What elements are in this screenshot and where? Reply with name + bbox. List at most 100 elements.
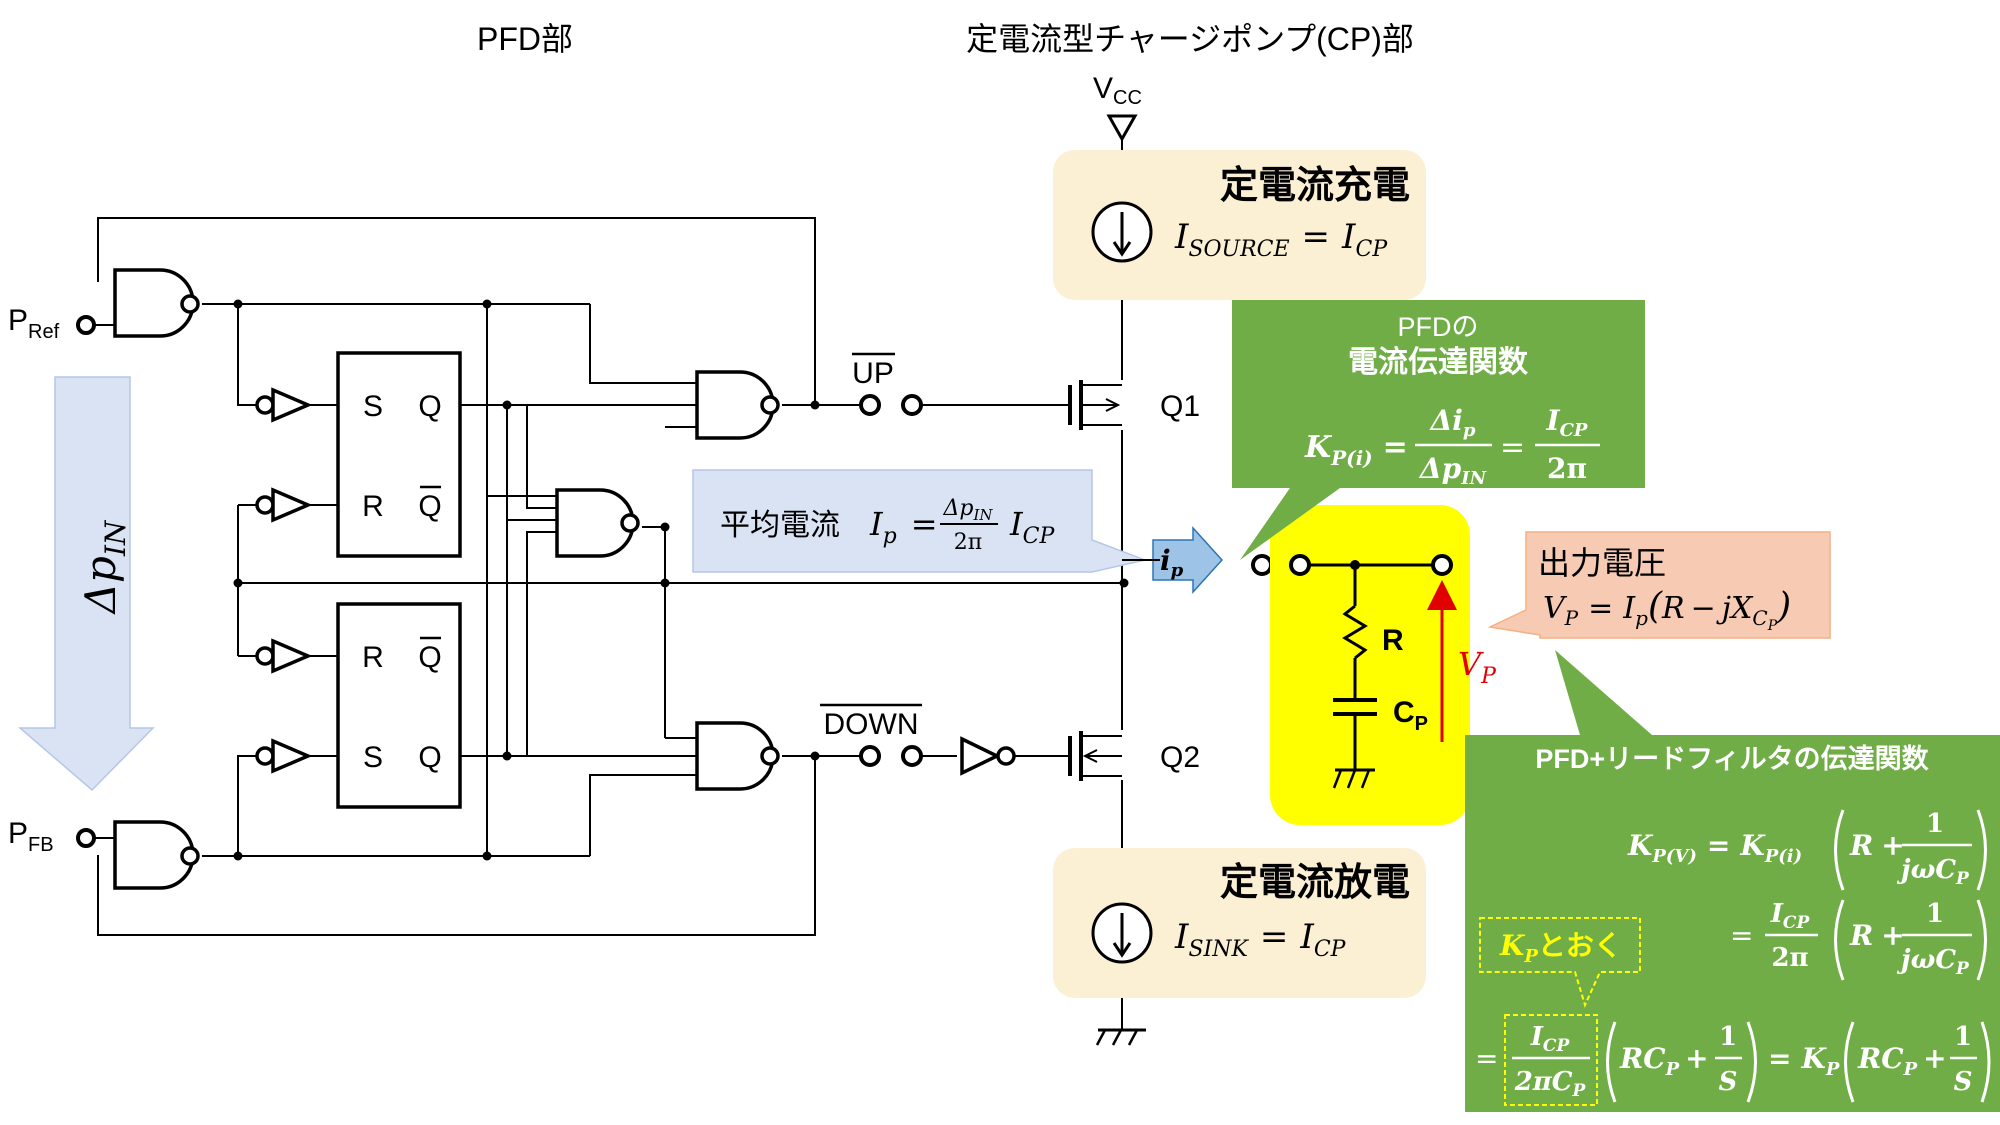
lead-filter-line3-rc: RCP+ [1619, 1042, 1709, 1080]
lead-filter-tf-title: PFD+リードフィルタの伝達関数 [1535, 744, 1929, 774]
svg-text:Q: Q [418, 490, 441, 523]
junction-dots [233, 299, 1129, 861]
cp-section-title: 定電流型チャージポンプ(CP)部 [966, 21, 1414, 57]
mosfet-q2 [1068, 731, 1122, 781]
delta-pin-arrow: ΔpIN [17, 376, 155, 792]
filter-input-terminal [1289, 554, 1311, 576]
sr-flipflop-up: S R Q Q [336, 351, 462, 558]
cp-output-terminal [1251, 554, 1273, 576]
source-title: 定電流充電 [1220, 165, 1410, 207]
avg-current-frac-den: 2π [954, 530, 982, 555]
lead-filter-line3-eq: = [1475, 1042, 1498, 1075]
pfd-tf-lhs: KP(i)= [1304, 430, 1408, 470]
pfd-tf-title2: 電流伝達関数 [1348, 346, 1529, 379]
pfd-wires [86, 217, 1125, 936]
q1-label: Q1 [1160, 390, 1200, 423]
nand-gate-ref [113, 268, 200, 338]
inverter-r1 [255, 487, 313, 523]
inverter-s1 [255, 387, 313, 423]
lead-filter-line3-S: S [1719, 1067, 1738, 1097]
pfb-terminal [76, 828, 96, 848]
svg-text:R: R [362, 490, 384, 523]
nand-gate-reset [555, 488, 640, 558]
filter-output-terminal [1431, 554, 1453, 576]
svg-text:S: S [363, 390, 383, 423]
output-voltage-title: 出力電圧 [1538, 545, 1666, 581]
vcc-label: VCC [1093, 72, 1142, 109]
down-switch-b [901, 745, 923, 767]
lead-filter-box [1270, 505, 1470, 825]
pref-terminal [76, 315, 96, 335]
lead-filter-line1-R: R+ [1849, 829, 1905, 862]
q2-label: Q2 [1160, 741, 1200, 774]
lead-filter-tf-box [1465, 650, 2000, 1112]
nand-gate-fb [113, 820, 200, 890]
down-switch-a [859, 745, 881, 767]
svg-text:Q: Q [418, 390, 441, 423]
lead-filter-line2-R: R+ [1849, 919, 1905, 952]
kp-note-text: KPとおく [1499, 929, 1622, 967]
capacitor-label: CP [1393, 696, 1428, 735]
lead-filter-line2-eq: = [1730, 919, 1753, 952]
up-switch-b [901, 394, 923, 416]
inverter-r2 [255, 638, 313, 674]
avg-current-rhs: ICP [1009, 505, 1055, 549]
lead-filter-line3-rc2: RCP+ [1857, 1042, 1947, 1080]
lead-filter-line2-den2: jωCP [1896, 945, 1970, 979]
delta-pin-label: ΔpIN [76, 519, 132, 615]
up-label: UP [852, 357, 894, 390]
current-sink-icon [1091, 902, 1153, 964]
lead-filter-line1-lhs: KP(V)=KP(i) [1627, 829, 1802, 867]
pfd-tf-frac2-num: ICP [1546, 404, 1588, 441]
lead-filter-line3-one2: 1 [1954, 1022, 1972, 1052]
lead-filter-line3-num: ICP [1530, 1022, 1571, 1056]
down-label: DOWN [824, 708, 919, 741]
mosfet-q1 [1068, 380, 1122, 430]
sr-flipflop-down: R S Q Q [336, 602, 462, 809]
pfd-tf-frac1-den: ΔpIN [1418, 452, 1488, 489]
avg-current-frac-num: ΔpIN [942, 496, 993, 524]
lead-filter-line3-S2: S [1954, 1067, 1973, 1097]
ground-symbol-bottom [1095, 1028, 1146, 1046]
kp-note-box [1479, 917, 1641, 1008]
pfd-tf-frac2-den: 2π [1547, 452, 1587, 485]
up-switch-a [859, 394, 881, 416]
inverter-s2 [255, 738, 313, 774]
vcc-symbol [1106, 114, 1138, 143]
lead-filter-line1-den: jωCP [1896, 855, 1970, 889]
lead-filter-line2-den: 2π [1771, 943, 1808, 973]
sink-equation: ISINK=ICP [1174, 917, 1347, 962]
pfd-tf-frac1-num: Δip [1429, 404, 1476, 441]
pfd-tf-box [1232, 300, 1645, 560]
lead-filter-line3-kp: =KP [1768, 1042, 1840, 1080]
output-voltage-eq: VP=Ip(R−jXCP) [1543, 586, 1791, 634]
sink-title: 定電流放電 [1220, 862, 1410, 904]
resistor-symbol [1342, 604, 1368, 660]
svg-text:Q: Q [418, 741, 441, 774]
pref-label: PRef [8, 304, 60, 343]
vp-label: VP [1458, 645, 1497, 689]
resistor-label: R [1382, 624, 1404, 657]
svg-text:R: R [362, 641, 384, 674]
nand-gate-up [695, 370, 780, 440]
lead-filter-line1-num: 1 [1926, 809, 1944, 839]
source-equation: ISOURCE=ICP [1174, 217, 1388, 262]
lead-filter-line3-one: 1 [1719, 1022, 1737, 1052]
ip-arrow [1152, 526, 1224, 594]
avg-current-label: 平均電流 [720, 509, 840, 542]
current-source-icon [1091, 201, 1153, 263]
avg-current-lhs: Ip= [869, 505, 938, 549]
nand-gate-down [695, 721, 780, 791]
pfb-label: PFB [8, 817, 54, 856]
output-voltage-box [1487, 531, 1831, 639]
pfd-tf-eq2: = [1500, 430, 1525, 465]
lead-filter-line2-num2: 1 [1926, 899, 1944, 929]
pfd-tf-title1: PFDの [1398, 312, 1479, 342]
svg-text:Q: Q [418, 641, 441, 674]
pfd-section-title: PFD部 [477, 21, 573, 57]
sink-box [1053, 848, 1426, 998]
lead-filter-line3-den: 2πCP [1514, 1067, 1587, 1101]
ground-symbol-filter [1332, 768, 1375, 789]
ip-label: ip [1160, 544, 1184, 581]
